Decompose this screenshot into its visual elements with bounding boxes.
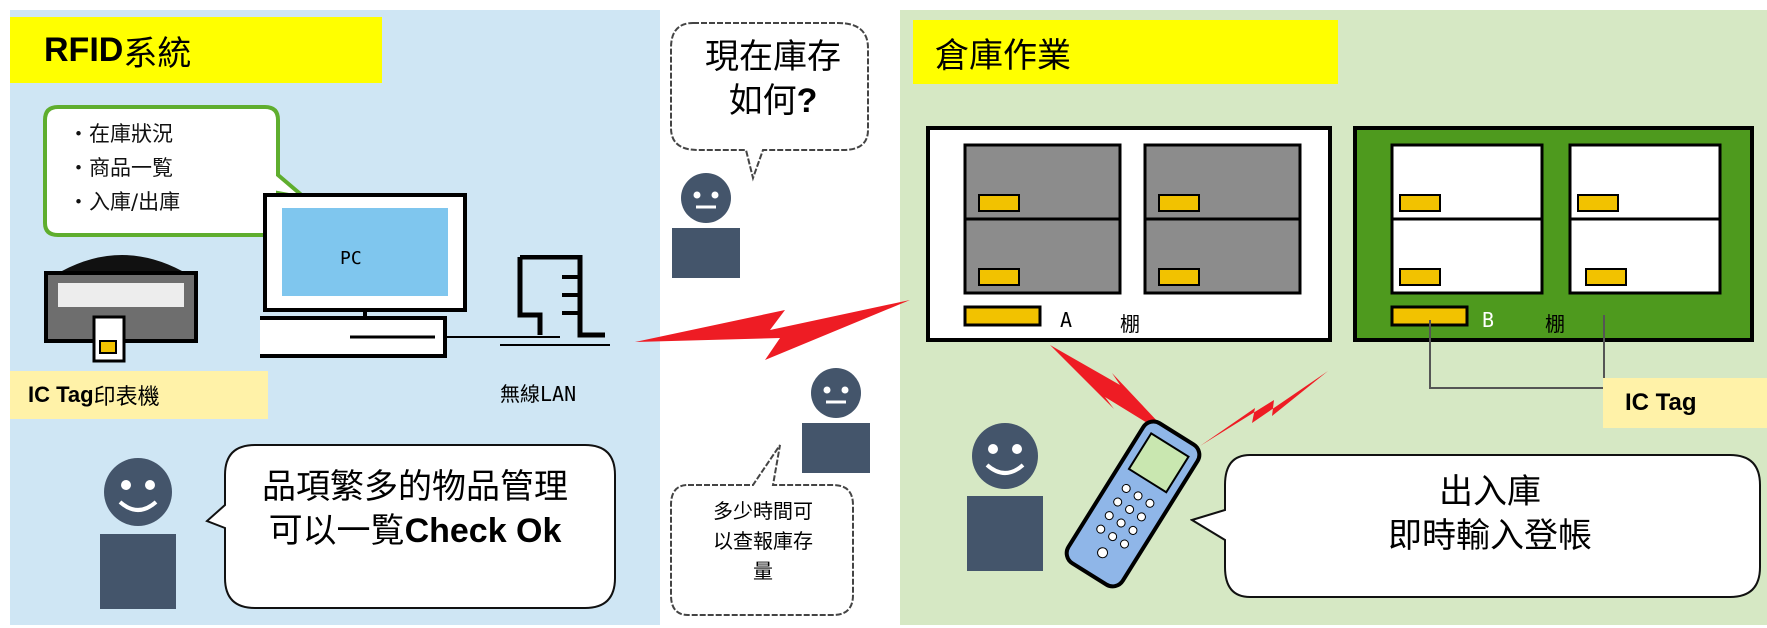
question-line1: 現在庫存 [705, 37, 841, 77]
ic-tag-leader-lines [1429, 315, 1610, 389]
lightning-icon [635, 300, 910, 360]
right-speech-text: 出入庫 即時輸入登帳 [1230, 470, 1750, 558]
small-speech-text: 多少時間可 以查報庫存 量 [673, 496, 853, 586]
left-speech-text: 品項繁多的物品管理 可以一覧Check Ok [225, 465, 605, 553]
left-speech-bubble-shape [205, 444, 616, 609]
lightning-icon [1200, 371, 1328, 446]
person-icon [967, 423, 1043, 571]
shelf-a-label: A [1060, 308, 1073, 332]
small-speech-line: 多少時間可 [713, 499, 813, 523]
lightning-icon [1050, 345, 1175, 440]
right-speech-bubble-shape [1190, 454, 1761, 598]
shelf-icon [926, 126, 1332, 342]
question-text: 現在庫存 如何? [673, 35, 873, 123]
wireless-lan-label: 無線LAN [500, 382, 577, 406]
right-speech-line1: 出入庫 [1439, 472, 1541, 512]
shelf-b-char: 棚 [1545, 312, 1565, 336]
rfid-printer-icon [44, 255, 198, 363]
handheld-scanner-icon [1064, 419, 1202, 589]
pc-label: PC [340, 248, 362, 269]
small-speech-bubble-shape [670, 444, 854, 616]
menu-item-stock-status: ・在庫狀況 [68, 122, 173, 146]
computer-icon [260, 193, 560, 358]
person-icon [802, 368, 870, 473]
shelf-b-label: B [1482, 308, 1495, 332]
left-speech-line1: 品項繁多的物品管理 [262, 467, 568, 507]
right-speech-line2: 即時輸入登帳 [1388, 516, 1592, 556]
small-speech-line: 量 [753, 559, 773, 583]
wireless-router-icon [500, 255, 610, 346]
person-icon [100, 458, 176, 609]
menu-item-product-list: ・商品一覧 [68, 156, 173, 180]
menu-item-in-out: ・入庫/出庫 [68, 190, 181, 214]
shelf-a-char: 棚 [1120, 312, 1140, 336]
person-icon [672, 173, 740, 278]
question-line2: 如何? [728, 81, 818, 121]
shelf-icon [1353, 126, 1754, 342]
small-speech-line: 以查報庫存 [713, 529, 813, 553]
ic-tag-label: IC Tag [1603, 378, 1767, 428]
question-bubble-shape [670, 22, 869, 182]
warehouse-title: 倉庫作業 [913, 20, 1338, 84]
left-speech-line2: 可以一覧Check Ok [268, 511, 562, 551]
menu-list: ・在庫狀況 ・商品一覧 ・入庫/出庫 [68, 117, 180, 219]
